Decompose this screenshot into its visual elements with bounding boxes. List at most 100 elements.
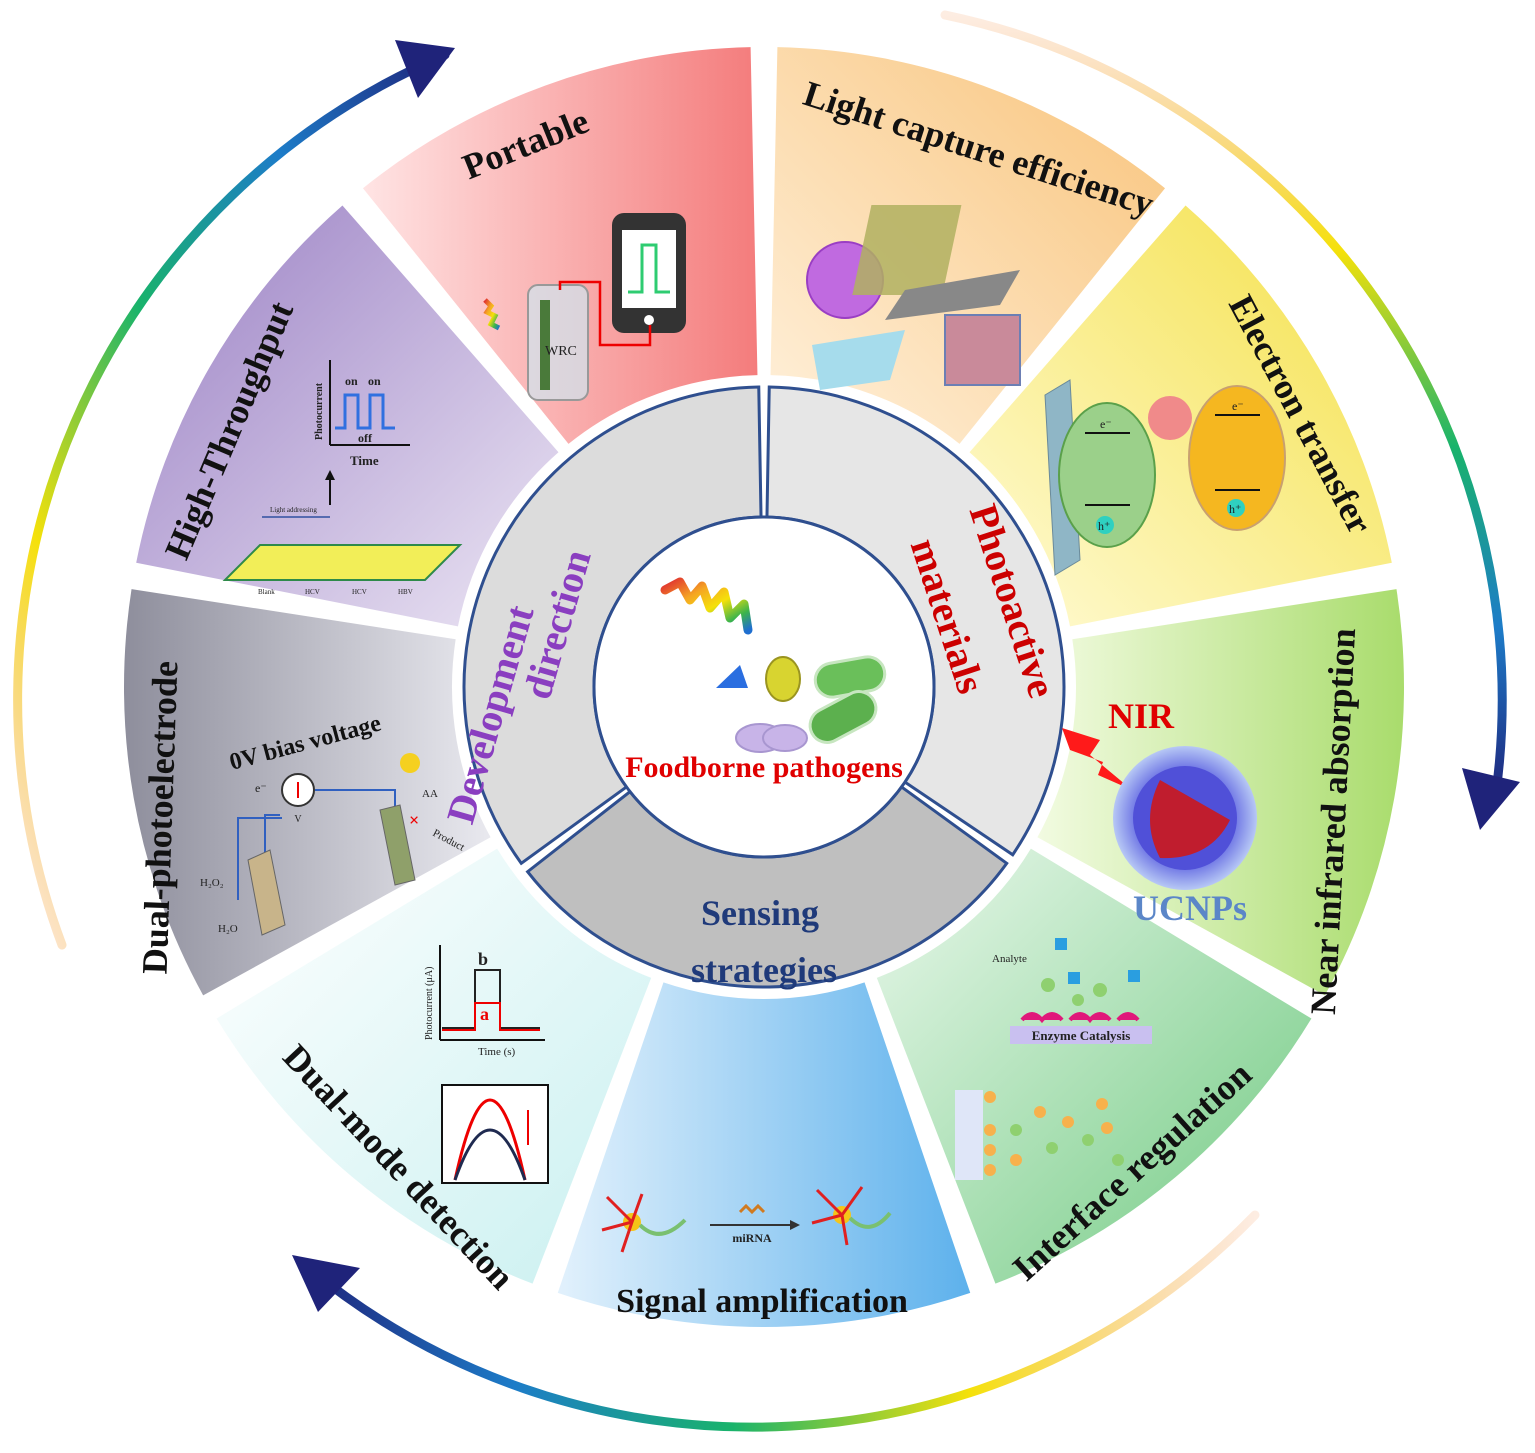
electron-label-1: e⁻ <box>1100 417 1112 431</box>
probe-strands-2 <box>811 1186 864 1246</box>
dm-trace-a <box>442 1002 540 1031</box>
ht-cell-2: HCV <box>305 588 320 596</box>
hole-label-2: h⁺ <box>1229 502 1241 516</box>
nanoparticle-icon <box>1148 396 1192 440</box>
triangle-icon <box>716 665 748 688</box>
portable-illustration: WRC <box>483 213 686 401</box>
ht-trace <box>335 393 395 430</box>
center-illustration <box>660 577 887 753</box>
dm-trace-b <box>442 969 540 1029</box>
sensing-label-2: strategies <box>691 950 837 990</box>
interface-illustration: Analyte Enzyme Catalysis <box>955 938 1152 1180</box>
electrode-icon <box>540 300 550 390</box>
light-capture-illustration <box>806 205 1021 390</box>
wrc-label: WRC <box>545 344 577 359</box>
analyte-square-3 <box>1068 972 1080 984</box>
dp-h2o2-label: H₂O₂ <box>200 877 224 889</box>
interface-electrode <box>955 1090 983 1180</box>
portable-light-icon <box>483 298 501 331</box>
ht-cell-4: HBV <box>398 588 413 596</box>
segment-portable <box>362 47 758 444</box>
segment-high-throughput <box>136 205 559 627</box>
cycle-arrows <box>13 10 1520 1432</box>
ht-chip-icon <box>222 544 463 581</box>
wire-red <box>558 280 652 347</box>
hole-label-1: h⁺ <box>1098 519 1110 533</box>
ht-light-label: Light addressing <box>270 506 317 514</box>
analyte-square-2 <box>1128 970 1140 982</box>
charge-dots-neg <box>1010 1124 1124 1166</box>
arrowhead-right-icon <box>1462 768 1520 830</box>
dm-xlabel: Time (s) <box>478 1046 516 1058</box>
sensing-label-1: Sensing <box>701 893 819 933</box>
dp-wire-left <box>237 817 282 900</box>
ht-on-2: on <box>368 374 381 388</box>
ht-xlabel: Time <box>350 453 379 468</box>
electron-transfer-illustration: e⁻ e⁻ h⁺ h⁺ <box>1044 379 1286 576</box>
ucnps-label: UCNPs <box>1133 888 1247 928</box>
nir-label: NIR <box>1108 696 1175 736</box>
dual-mode-illustration: b a Photocurrent (μA) Time (s) <box>424 945 549 1184</box>
dp-photoanode-icon <box>247 849 286 936</box>
ht-ylabel: Photocurrent <box>314 382 325 440</box>
green-bacterium-2-icon <box>808 690 878 744</box>
ht-on-1: on <box>345 374 358 388</box>
probe-tail-2 <box>848 1211 892 1229</box>
analyte-label: Analyte <box>992 953 1027 965</box>
enzyme-label: Enzyme Catalysis <box>1032 1028 1131 1043</box>
probe-strands-1 <box>601 1193 644 1253</box>
ht-up-arrowhead-icon <box>325 470 335 480</box>
center-label: Foodborne pathogens <box>625 751 903 784</box>
lightning-icon <box>1062 728 1132 790</box>
high-throughput-illustration: on on off Time Photocurrent Light addres… <box>222 360 463 596</box>
analyte-square-1 <box>1055 938 1067 950</box>
nanorod-array-icon <box>852 205 962 295</box>
enzyme-bar <box>1010 1026 1152 1044</box>
arrowhead-left-icon <box>395 40 455 98</box>
ht-off: off <box>358 431 373 445</box>
dm-curve-red <box>453 1098 527 1181</box>
semiconductor-orange-icon <box>1188 385 1286 531</box>
dp-electron-label: e⁻ <box>255 781 267 795</box>
label-signal-amplification: Signal amplification <box>616 1283 908 1320</box>
signal-illustration: miRNA <box>601 1186 892 1253</box>
ht-cell-1: Blank <box>258 588 275 596</box>
arrow-left <box>13 50 450 950</box>
dp-v-label: V <box>294 814 302 825</box>
phone-button <box>644 315 654 325</box>
porous-cube-icon <box>944 314 1021 386</box>
arrowhead-bottom-icon <box>292 1255 360 1312</box>
light-wave-icon <box>660 577 753 635</box>
analyte-circle-2 <box>1093 983 1107 997</box>
hole-2-icon <box>1227 499 1245 517</box>
charge-dots <box>984 1091 1113 1176</box>
nanosheet-icon <box>812 330 905 390</box>
enzyme-shapes <box>1020 1012 1140 1024</box>
center-circle <box>592 515 936 859</box>
hole-1-icon <box>1096 516 1114 534</box>
dp-aa-label: AA <box>422 788 438 800</box>
phone-signal-trace <box>628 243 670 294</box>
segment-signal-amplification <box>557 982 971 1328</box>
segment-interface-regulation <box>876 848 1312 1284</box>
mirna-strand <box>738 1203 766 1215</box>
nir-illustration <box>1062 728 1257 890</box>
analyte-circle-3 <box>1072 994 1084 1006</box>
dm-curve-dark <box>453 1128 527 1181</box>
phone-screen <box>622 230 676 308</box>
substrate-icon <box>885 270 1020 320</box>
beaker-icon <box>527 284 589 401</box>
dp-sun-icon <box>400 753 420 773</box>
dp-cross-icon: × <box>409 810 419 830</box>
dp-h2o-label: H₂O <box>218 923 238 935</box>
analyte-circle-1 <box>1041 978 1055 992</box>
arrow-right <box>940 10 1507 805</box>
ucnp-wedge-icon <box>1150 780 1230 859</box>
dm-a-label: a <box>480 1004 489 1024</box>
arrow-bottom <box>300 1210 1260 1432</box>
ht-cell-3: HCV <box>352 588 367 596</box>
inner-ring <box>462 385 1066 989</box>
semiconductor-green-icon <box>1058 402 1156 548</box>
mirna-label: miRNA <box>732 1231 772 1245</box>
